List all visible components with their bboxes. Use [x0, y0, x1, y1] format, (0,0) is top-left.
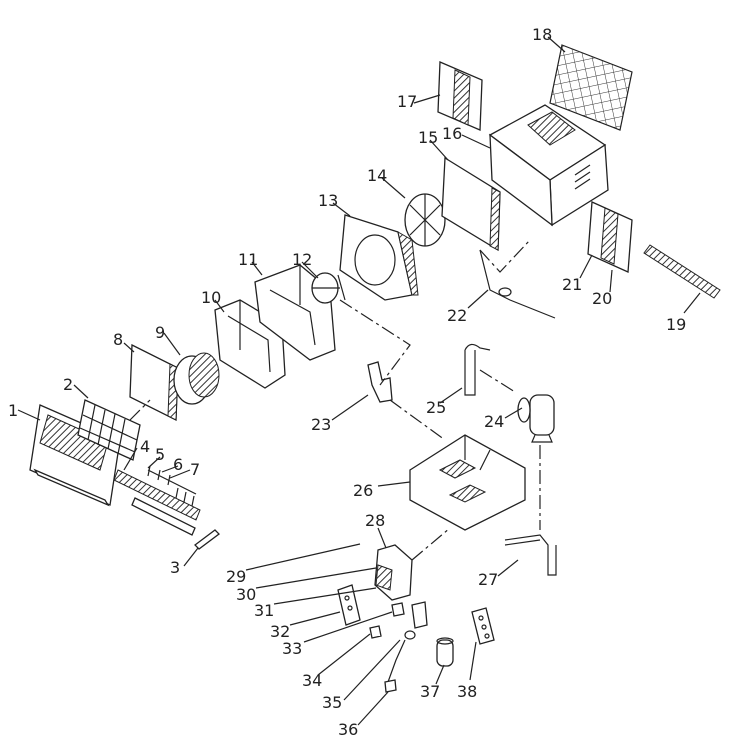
label-32: 32 — [270, 622, 290, 641]
label-10: 10 — [201, 288, 221, 307]
leader-lines — [17, 36, 701, 726]
label-25: 25 — [426, 398, 446, 417]
label-5: 5 — [155, 445, 165, 464]
part-side-rail — [643, 244, 721, 299]
part-condenser-fan — [404, 193, 446, 247]
part-wiring — [384, 601, 428, 693]
label-36: 36 — [338, 720, 358, 739]
part-capillary-tube — [479, 249, 556, 319]
part-control-panel-bar — [113, 465, 201, 536]
label-4: 4 — [140, 437, 150, 456]
label-22: 22 — [447, 306, 467, 325]
label-13: 13 — [318, 191, 338, 210]
label-35: 35 — [322, 693, 342, 712]
label-1: 1 — [8, 401, 18, 420]
part-fan-motor — [311, 272, 346, 304]
label-6: 6 — [173, 455, 183, 474]
label-18: 18 — [532, 25, 552, 44]
part-relay — [369, 602, 405, 639]
part-number-labels: 1 2 3 4 5 6 7 8 9 10 11 12 13 14 15 16 1… — [8, 25, 686, 739]
assembly-lines — [129, 239, 541, 561]
label-29: 29 — [226, 567, 246, 586]
label-30: 30 — [236, 585, 256, 604]
part-rear-grille — [549, 44, 633, 131]
part-evaporator — [129, 343, 179, 422]
part-blower-wheel — [173, 352, 220, 405]
part-hand-remote — [471, 607, 495, 645]
label-8: 8 — [113, 330, 123, 349]
label-17: 17 — [397, 92, 417, 111]
label-14: 14 — [367, 166, 387, 185]
part-small-bracket — [194, 529, 220, 550]
label-28: 28 — [365, 511, 385, 530]
label-15: 15 — [418, 128, 438, 147]
part-condenser-coil — [441, 156, 501, 252]
label-7: 7 — [190, 460, 200, 479]
label-20: 20 — [592, 289, 612, 308]
part-electrical-box — [374, 544, 413, 601]
label-24: 24 — [484, 412, 504, 431]
part-filter-grille — [77, 399, 141, 461]
part-condenser-shroud — [339, 214, 419, 301]
part-front-panel — [29, 404, 121, 507]
part-remote-control — [337, 584, 361, 626]
label-38: 38 — [457, 682, 477, 701]
label-23: 23 — [311, 415, 331, 434]
label-37: 37 — [420, 682, 440, 701]
label-26: 26 — [353, 481, 373, 500]
label-3: 3 — [170, 558, 180, 577]
part-cabinet — [488, 104, 609, 227]
label-11: 11 — [238, 250, 258, 269]
label-16: 16 — [442, 124, 462, 143]
part-side-panel-right — [587, 201, 633, 273]
part-discharge-tube — [464, 343, 491, 396]
label-2: 2 — [63, 375, 73, 394]
label-9: 9 — [155, 323, 165, 342]
part-compressor — [517, 394, 555, 443]
label-31: 31 — [254, 601, 274, 620]
part-side-panel-left — [437, 61, 483, 131]
label-27: 27 — [478, 570, 498, 589]
label-12: 12 — [292, 250, 312, 269]
label-19: 19 — [666, 315, 686, 334]
part-capacitor — [436, 637, 454, 667]
part-suction-tube — [504, 534, 557, 576]
part-motor-bracket — [367, 361, 393, 403]
part-base-pan — [409, 434, 526, 531]
label-33: 33 — [282, 639, 302, 658]
label-34: 34 — [302, 671, 322, 690]
label-21: 21 — [562, 275, 582, 294]
